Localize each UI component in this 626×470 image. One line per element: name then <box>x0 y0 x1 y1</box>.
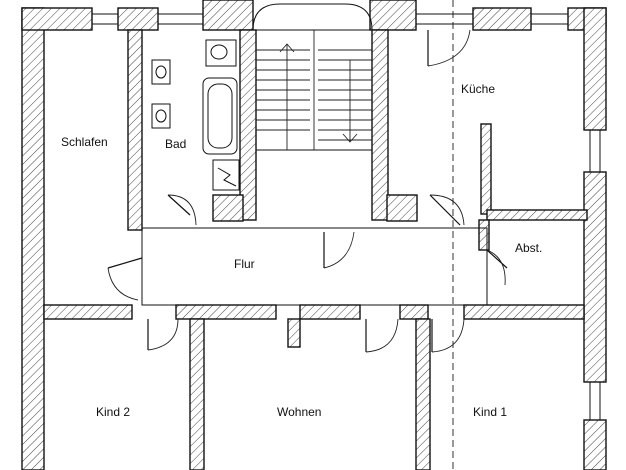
shaft <box>212 159 240 191</box>
bathroom-fixtures <box>151 39 240 191</box>
stair-wall-right <box>371 29 389 221</box>
right-exterior-wall-mid <box>583 171 607 383</box>
windows <box>92 13 601 420</box>
abst-left-wall <box>478 219 490 251</box>
label-bad: Bad <box>165 137 186 151</box>
wall-schlafen-bad <box>127 29 143 231</box>
top-wall-stair-right <box>369 0 417 31</box>
flur-outline <box>141 227 488 306</box>
abst-top-wall <box>486 209 588 221</box>
top-wall-right-mid <box>472 7 532 31</box>
label-wohnen: Wohnen <box>277 405 321 419</box>
mid-wall-center <box>299 304 361 320</box>
wall-wohnen-kind1 <box>415 318 431 470</box>
doors <box>107 29 508 353</box>
chimney-right <box>386 194 418 222</box>
top-wall-left <box>21 7 93 31</box>
staircase <box>252 3 373 151</box>
right-exterior-wall-bottom <box>583 419 607 470</box>
label-schlafen: Schlafen <box>61 135 108 149</box>
top-wall-left-mid <box>117 7 159 31</box>
mid-wall-left <box>43 304 133 320</box>
chimney-left <box>212 194 244 222</box>
label-kueche: Küche <box>461 82 495 96</box>
right-exterior-wall-top <box>583 7 607 131</box>
stair-wall-left <box>239 29 257 221</box>
mid-wall-right <box>463 304 585 320</box>
label-kind1: Kind 1 <box>473 405 507 419</box>
label-abst: Abst. <box>515 241 542 255</box>
walls <box>21 0 607 470</box>
pier-wohnen <box>287 318 301 348</box>
kueche-partition <box>480 123 492 215</box>
left-exterior-wall <box>21 7 45 470</box>
mid-wall-center-right <box>399 304 429 320</box>
mid-wall-center-left <box>175 304 277 320</box>
label-kind2: Kind 2 <box>96 405 130 419</box>
wall-kind2-wohnen <box>189 318 205 470</box>
top-wall-stair-left <box>202 0 254 31</box>
label-flur: Flur <box>234 257 255 271</box>
